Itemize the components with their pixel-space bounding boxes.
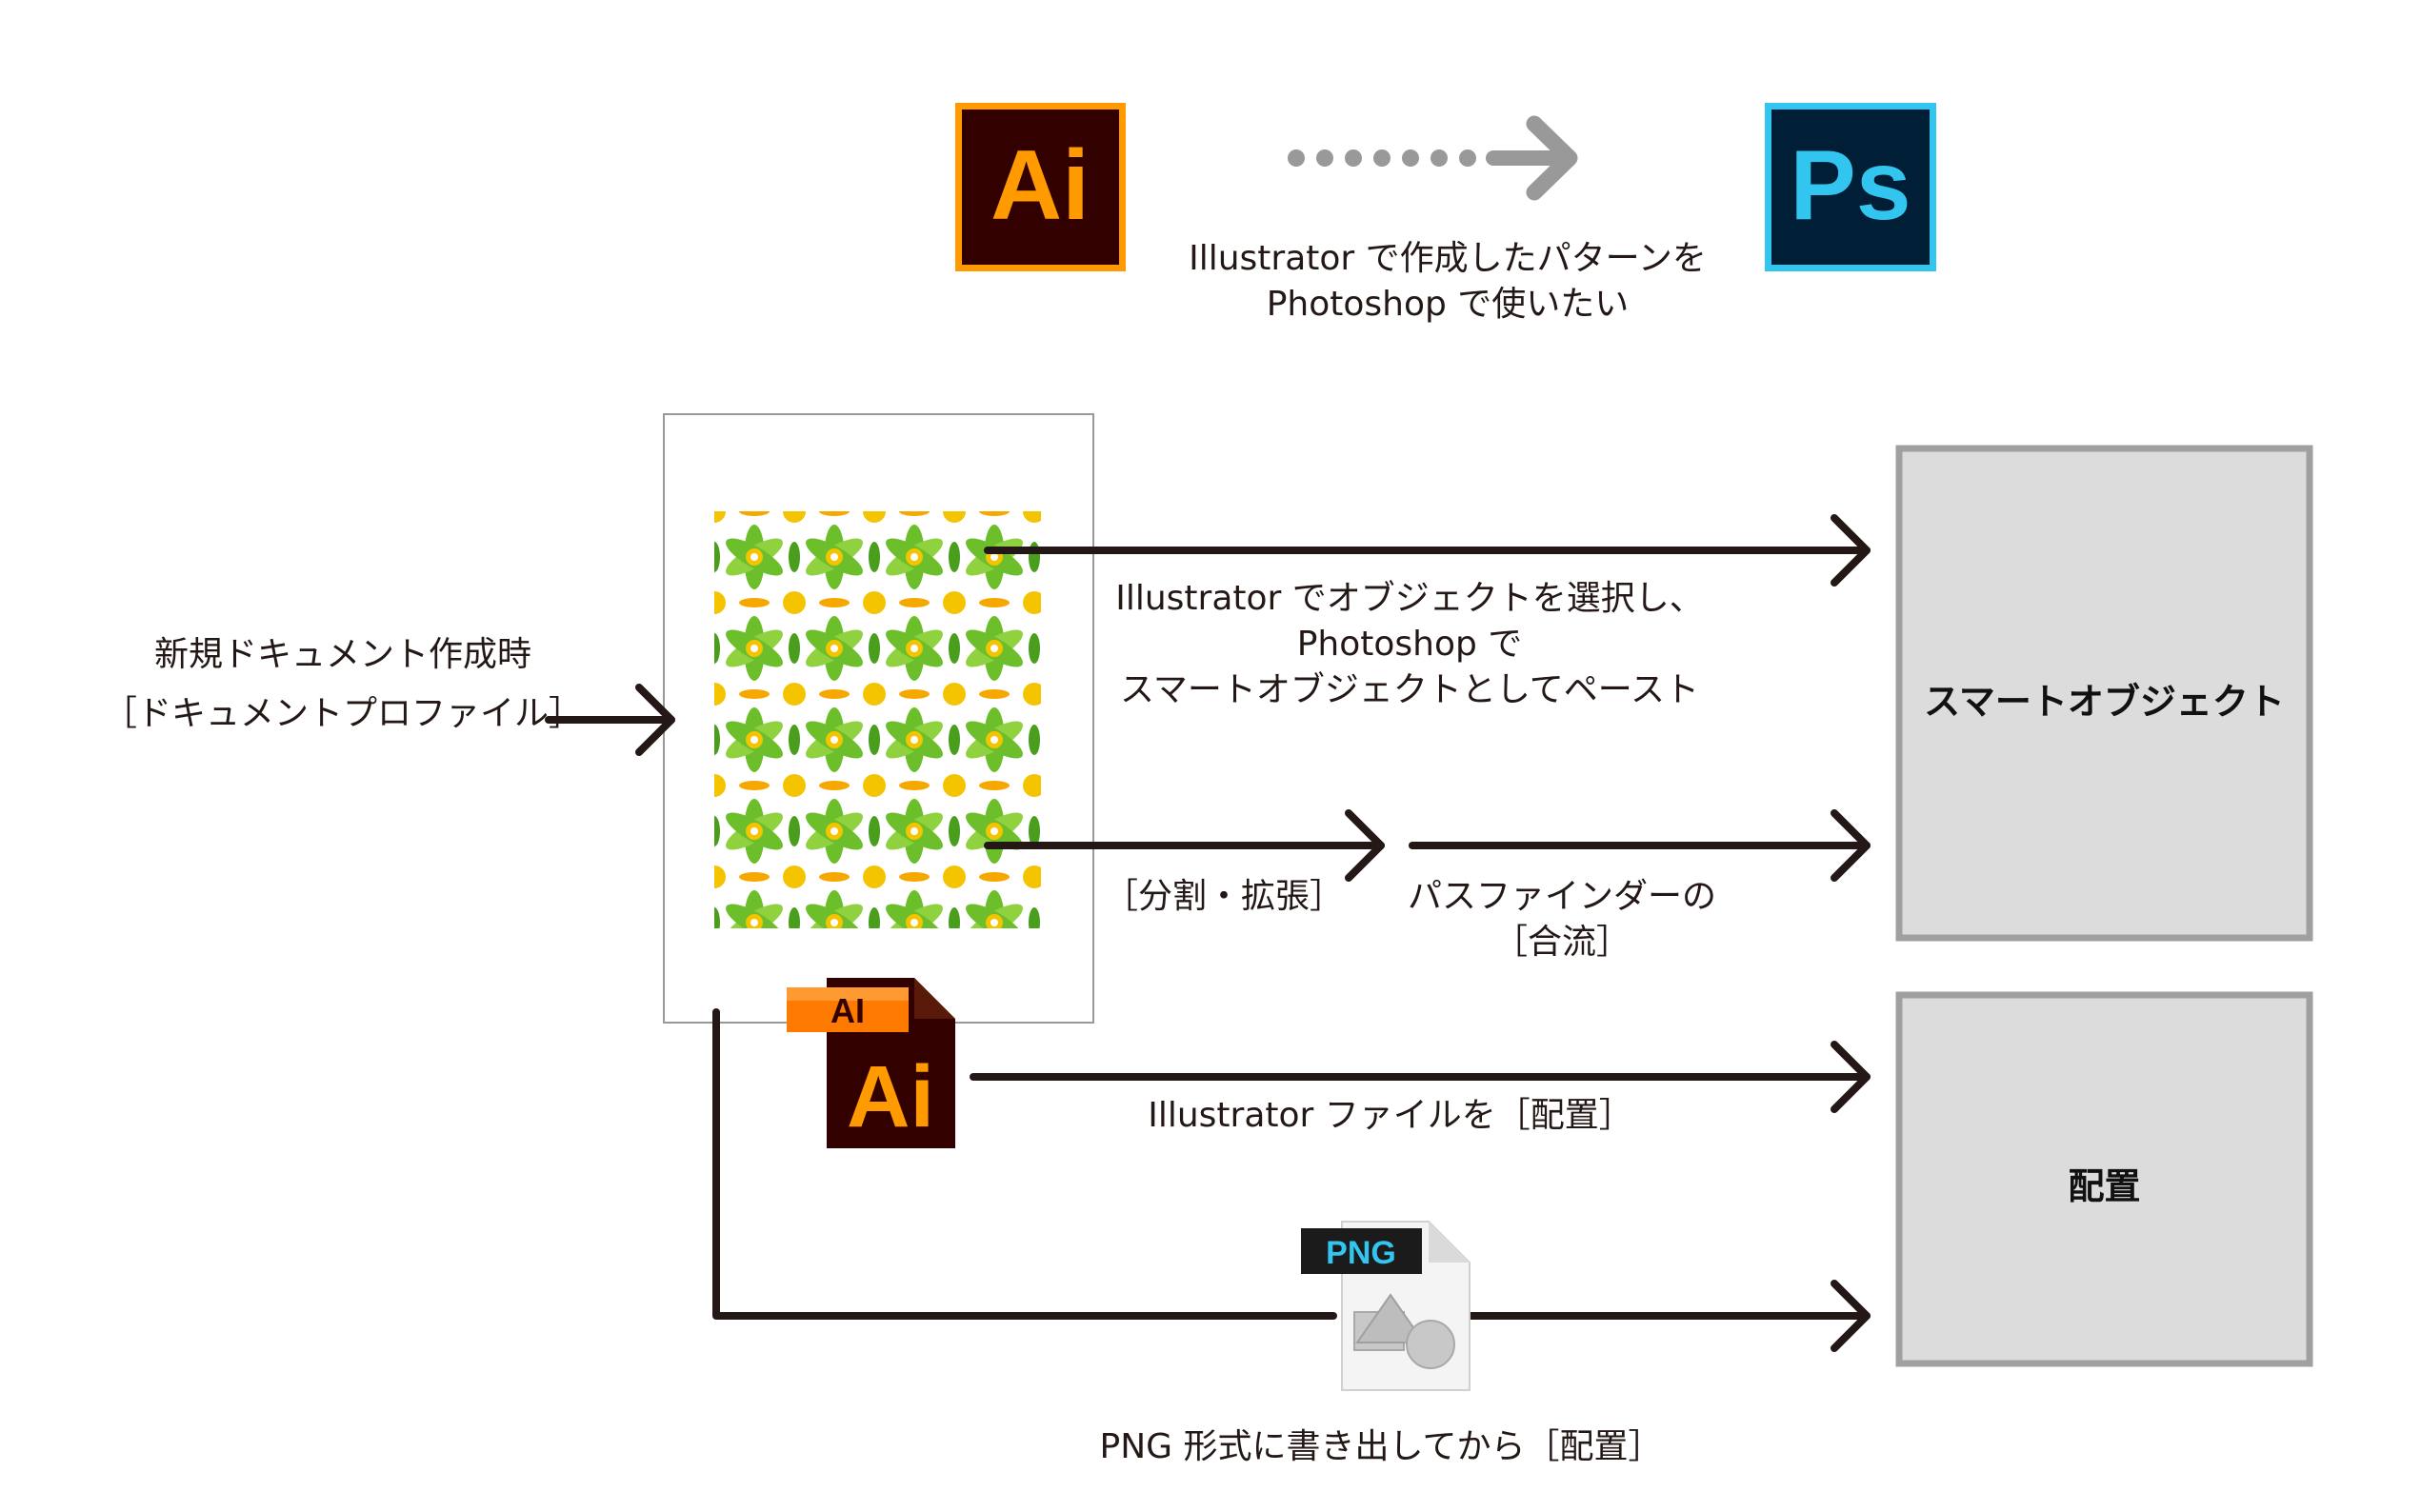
ai-file-tab-text: AI (830, 991, 865, 1030)
source-label-line1: 新規ドキュメント作成時 (153, 635, 531, 674)
arrow-place-png-head (1831, 1280, 1871, 1352)
arrow-place-ai-head (1831, 1041, 1871, 1113)
place-box (1895, 991, 2313, 1367)
ps-app-icon: Ps (1765, 103, 1936, 271)
copy-paste-label-line1: Illustrator でオブジェクトを選択し、 (1115, 579, 1704, 618)
pathfinder-label-line1: パスファインダーの (1407, 877, 1716, 916)
copy-paste-label-line3: スマートオブジェクトとしてペースト (1119, 670, 1700, 709)
flow-arrows (545, 514, 1871, 1352)
source-label-line2: ［ドキュメントプロファイル］ (102, 694, 583, 733)
ai-logo-text: Ai (990, 130, 1090, 241)
smart-object-box (1895, 445, 2313, 942)
place-ai-label: Illustrator ファイルを［配置］ (1148, 1096, 1633, 1135)
pattern-swatch (714, 511, 1041, 928)
arrow-source-head (635, 684, 675, 756)
dotted-arrow (1288, 115, 1578, 201)
arrow-png-path (712, 1008, 1337, 1320)
source-label: 新規ドキュメント作成時 ［ドキュメントプロファイル］ (95, 632, 590, 737)
copy-paste-label-line2: Photoshop で (1296, 625, 1523, 664)
pathfinder-label-line2: ［合流］ (1492, 923, 1631, 962)
header-caption-line1: Illustrator で作成したパターンを (1189, 239, 1707, 278)
place-title: 配置 (2068, 1165, 2141, 1207)
ai-app-icon: Ai (955, 103, 1126, 271)
png-file-tab-text: PNG (1326, 1235, 1396, 1271)
png-file-icon: PNG (1301, 1221, 1471, 1391)
pathfinder-label: パスファインダーの ［合流］ (1371, 874, 1752, 965)
ps-logo-text: Ps (1790, 130, 1911, 241)
arrow-copy-paste-head (1831, 514, 1871, 587)
ai-file-icon: AI Ai (787, 978, 955, 1148)
expand-label: ［分割・拡張］ (1103, 877, 1344, 916)
header-caption-line2: Photoshop で使いたい (1266, 285, 1630, 324)
arrow-pathfinder-head (1831, 809, 1871, 882)
arrow-expand-head (1345, 809, 1385, 882)
copy-paste-label: Illustrator でオブジェクトを選択し、 Photoshop で スマー… (1086, 576, 1733, 713)
place-png-label: PNG 形式に書き出してから［配置］ (1099, 1427, 1663, 1466)
ai-file-body-text: Ai (847, 1048, 934, 1145)
smart-object-title: スマートオブジェクト (1924, 681, 2285, 723)
header-caption: Illustrator で作成したパターンを Photoshop で使いたい (1114, 236, 1781, 328)
